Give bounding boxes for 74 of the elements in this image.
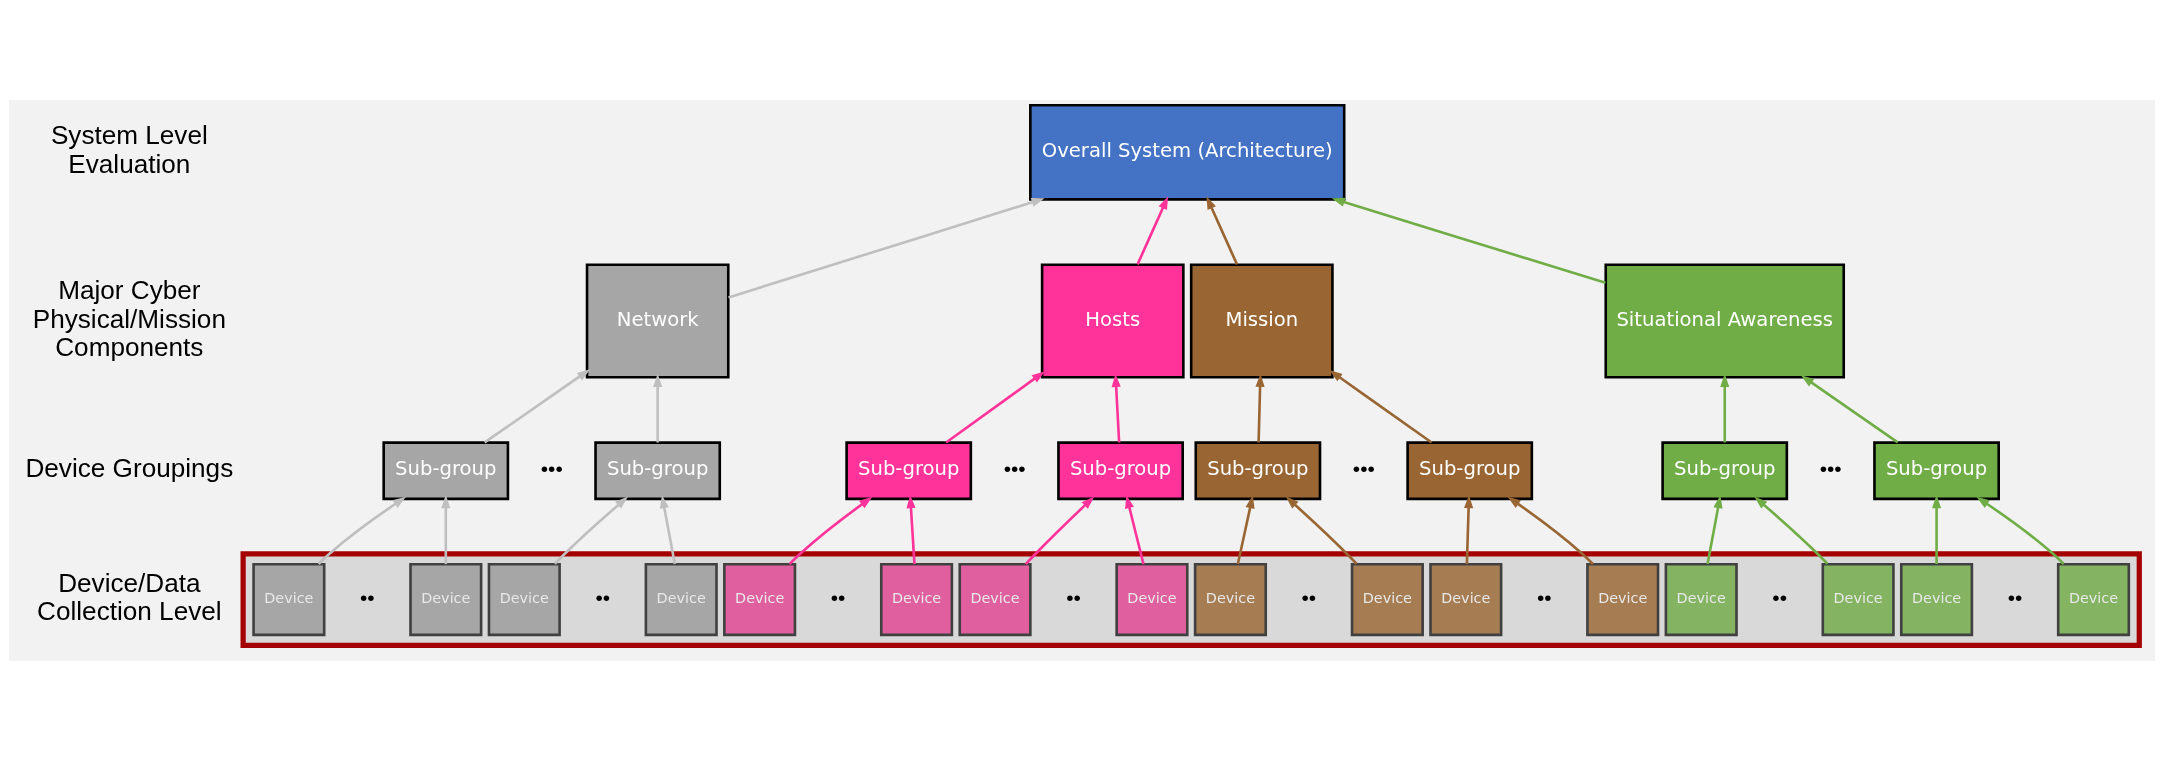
label: System Level Evaluation xyxy=(50,119,208,179)
arrow xyxy=(1024,495,1095,565)
arrow xyxy=(728,197,1045,299)
node-box: Device xyxy=(487,562,561,636)
node-box: Device xyxy=(1429,562,1503,636)
label: •• xyxy=(1301,585,1317,609)
arrow xyxy=(653,373,663,442)
node-box: Hosts xyxy=(1040,262,1185,379)
node-box: Sub-group xyxy=(1661,440,1789,500)
arrow xyxy=(1932,494,1942,564)
label: •• xyxy=(1536,585,1552,609)
cluster xyxy=(240,550,2142,648)
arrow xyxy=(1236,494,1255,564)
node-box: Sub-group xyxy=(1873,440,2000,500)
arrow xyxy=(1255,373,1265,442)
label: ••• xyxy=(1352,456,1375,480)
arrow xyxy=(1206,195,1239,265)
arrow xyxy=(1464,494,1474,564)
node-box: Device xyxy=(644,562,718,636)
arrow xyxy=(1976,496,2065,565)
node-box: Device xyxy=(1664,562,1738,636)
label: Device/Data Collection Level xyxy=(37,567,222,626)
arrow xyxy=(317,496,406,565)
node-box: Device xyxy=(1115,562,1189,636)
node-box: Device xyxy=(879,562,954,636)
arrow xyxy=(1285,495,1358,565)
arrow xyxy=(441,494,451,564)
arrow xyxy=(788,496,873,565)
arrow xyxy=(1507,496,1594,565)
label: Device Groupings xyxy=(25,452,234,483)
label: ••• xyxy=(540,456,563,480)
label: •• xyxy=(1066,585,1081,609)
label: •• xyxy=(1772,585,1787,609)
node-box: Device xyxy=(1193,562,1268,636)
arrow xyxy=(945,370,1045,443)
node-box: Device xyxy=(2056,562,2131,636)
label: •• xyxy=(360,585,375,609)
node-box: Situational Awareness xyxy=(1604,262,1846,379)
label: •• xyxy=(595,585,611,609)
arrow xyxy=(1706,494,1723,564)
node-box: Sub-group xyxy=(594,440,722,500)
node-box: Network xyxy=(585,262,730,379)
node-box: Device xyxy=(252,562,326,636)
arrow xyxy=(1800,374,1899,444)
arrow xyxy=(1136,195,1169,265)
arrow xyxy=(1754,496,1829,565)
arrow xyxy=(553,496,629,565)
node-box: Overall System (Architecture) xyxy=(1029,103,1346,201)
arrow xyxy=(1331,197,1606,284)
node-box: Sub-group xyxy=(1194,440,1322,500)
node-box: Sub-group xyxy=(1406,440,1534,500)
arrow xyxy=(1111,373,1121,442)
node-box: Mission xyxy=(1189,262,1334,379)
node-box: Sub-group xyxy=(845,440,973,500)
arrow xyxy=(906,494,916,564)
label: •• xyxy=(830,585,846,609)
node-box: Device xyxy=(1821,562,1895,636)
arrow xyxy=(1720,373,1730,442)
arrow xyxy=(1125,494,1145,564)
label: Major Cyber Physical/Mission Components xyxy=(32,274,226,362)
label: ••• xyxy=(1819,456,1842,480)
arrow xyxy=(483,368,591,444)
node-box: Device xyxy=(1350,562,1424,636)
node-box: Device xyxy=(723,562,797,636)
label: ••• xyxy=(1003,456,1026,480)
label: •• xyxy=(2007,585,2023,609)
arrow xyxy=(659,494,677,564)
arrow xyxy=(1329,369,1433,443)
node-box: Device xyxy=(1586,562,1660,636)
node-box: Device xyxy=(409,562,483,636)
node-box: Device xyxy=(1899,562,1974,636)
node-box: Sub-group xyxy=(382,440,510,500)
node-box: Device xyxy=(958,562,1032,636)
node-box: Sub-group xyxy=(1057,440,1184,500)
